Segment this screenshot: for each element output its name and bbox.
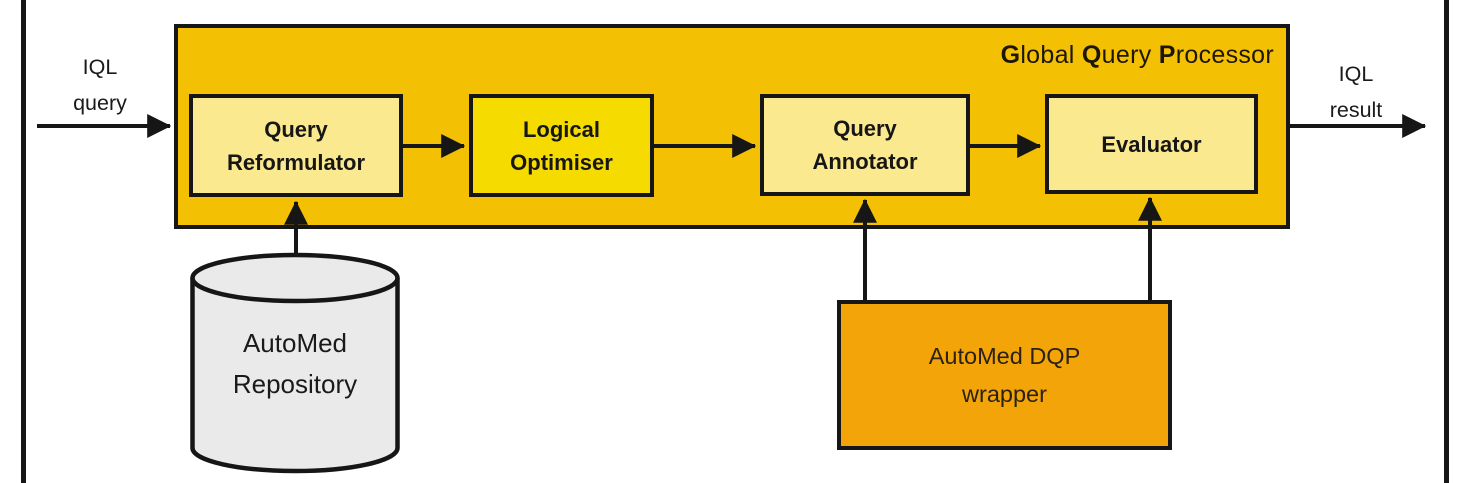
repository-label-line: AutoMed (242, 328, 348, 358)
module-label-line: Query (264, 116, 328, 142)
figure-border-right (1444, 0, 1449, 483)
iql-result-label-line: IQL (1338, 62, 1374, 86)
module-label-line: Annotator (812, 149, 918, 174)
module-label-line: Reformulator (226, 149, 366, 175)
module-query-reformulator: Query Reformulator (189, 94, 403, 197)
module-logical-optimiser: Logical Optimiser (469, 94, 654, 197)
database-cylinder-icon (190, 252, 400, 474)
iql-result-label-line: result (1329, 98, 1383, 122)
iql-query-label-line: query (73, 91, 127, 115)
module-evaluator: Evaluator (1045, 94, 1258, 194)
wrapper-label-line: AutoMed DQP (928, 343, 1081, 369)
module-label-line: Optimiser (510, 149, 613, 175)
figure-border-left (21, 0, 26, 483)
module-label-line: Logical (522, 116, 600, 142)
module-query-annotator: Query Annotator (760, 94, 970, 196)
automed-dqp-wrapper-box: AutoMed DQP wrapper (837, 300, 1172, 450)
gqp-title: Global Query Processor (1000, 41, 1274, 69)
iql-query-label: IQL query (52, 49, 148, 121)
repository-label-line: Repository (232, 369, 358, 399)
iql-result-label: IQL result (1308, 56, 1404, 128)
module-label-line: Query (833, 116, 897, 141)
automed-repository-label: AutoMed Repository (193, 323, 397, 405)
wrapper-label-line: wrapper (962, 381, 1047, 407)
iql-query-label-line: IQL (82, 55, 118, 79)
module-label-line: Evaluator (1101, 131, 1202, 157)
